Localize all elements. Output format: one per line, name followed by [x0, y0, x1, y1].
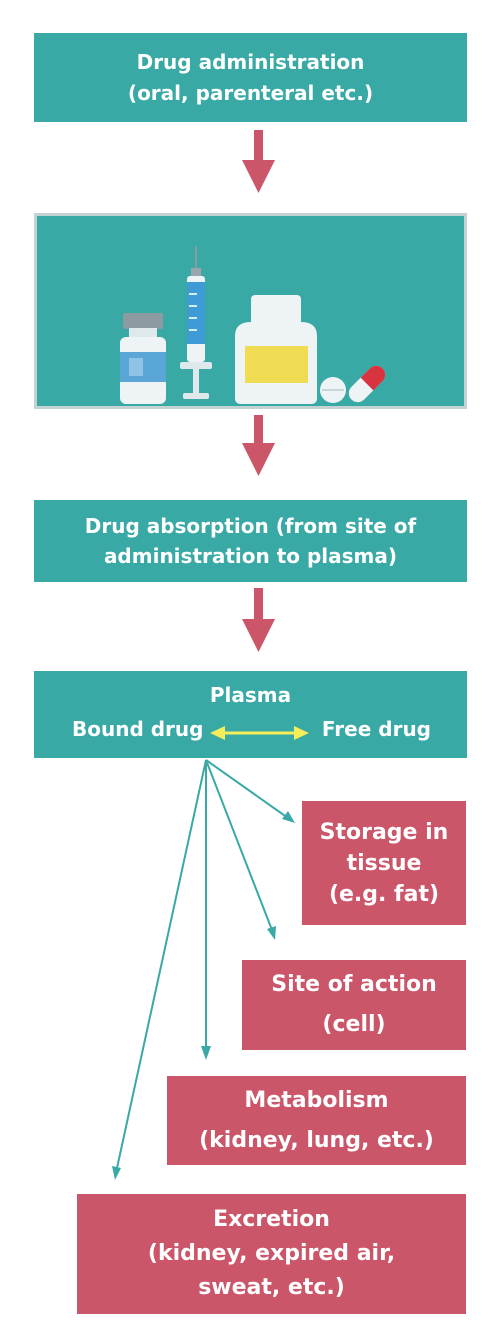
plasma-box: Plasma Bound drug Free drug [34, 671, 467, 758]
drug-absorption-line-2: administration to plasma) [103, 544, 398, 568]
excretion-box: Excretion (kidney, expired air, sweat, e… [77, 1194, 466, 1314]
excretion-line-2: (kidney, expired air, [147, 1241, 396, 1266]
site-of-action-box: Site of action (cell) [242, 960, 466, 1050]
metabolism-line-2: (kidney, lung, etc.) [199, 1127, 434, 1153]
storage-line-2: tissue [346, 850, 422, 876]
drug-absorption-box: Drug absorption (from site of administra… [34, 500, 467, 582]
tablet-icon [320, 377, 346, 403]
distribution-arrow-to-storage [205, 759, 295, 823]
flow-arrow-illustration-to-absorption [242, 415, 275, 476]
site-of-action-line-2: (cell) [322, 1012, 386, 1037]
medication-illustration [34, 213, 467, 409]
flow-arrow-administration-to-illustration [242, 130, 275, 193]
storage-in-tissue-box: Storage in tissue (e.g. fat) [302, 801, 466, 925]
flow-arrow-absorption-to-plasma [242, 588, 275, 652]
metabolism-box: Metabolism (kidney, lung, etc.) [167, 1076, 466, 1165]
free-drug-label: Free drug [321, 717, 431, 741]
drug-absorption-line-1: Drug absorption (from site of [84, 514, 417, 538]
drug-administration-title: Drug administration [136, 49, 365, 74]
drug-administration-box: Drug administration (oral, parenteral et… [34, 33, 467, 122]
storage-line-1: Storage in [319, 819, 449, 845]
pill-bottle-icon [235, 295, 317, 404]
distribution-arrow-to-metabolism [201, 760, 211, 1060]
bound-drug-label: Bound drug [72, 717, 204, 741]
distribution-arrow-to-site-of-action [205, 759, 276, 940]
metabolism-line-1: Metabolism [244, 1087, 389, 1113]
plasma-title: Plasma [209, 683, 292, 707]
drug-administration-routes: (oral, parenteral etc.) [127, 80, 374, 105]
equilibrium-double-arrow [210, 726, 309, 740]
distribution-arrow-to-excretion [112, 759, 207, 1180]
site-of-action-line-1: Site of action [271, 972, 437, 997]
excretion-line-3: sweat, etc.) [198, 1275, 345, 1300]
excretion-line-1: Excretion [213, 1207, 330, 1232]
storage-line-3: (e.g. fat) [328, 881, 440, 907]
medication-illustration-graphic [120, 246, 386, 404]
vial-icon [120, 313, 166, 404]
capsule-icon [348, 365, 386, 403]
syringe-icon [180, 246, 212, 399]
